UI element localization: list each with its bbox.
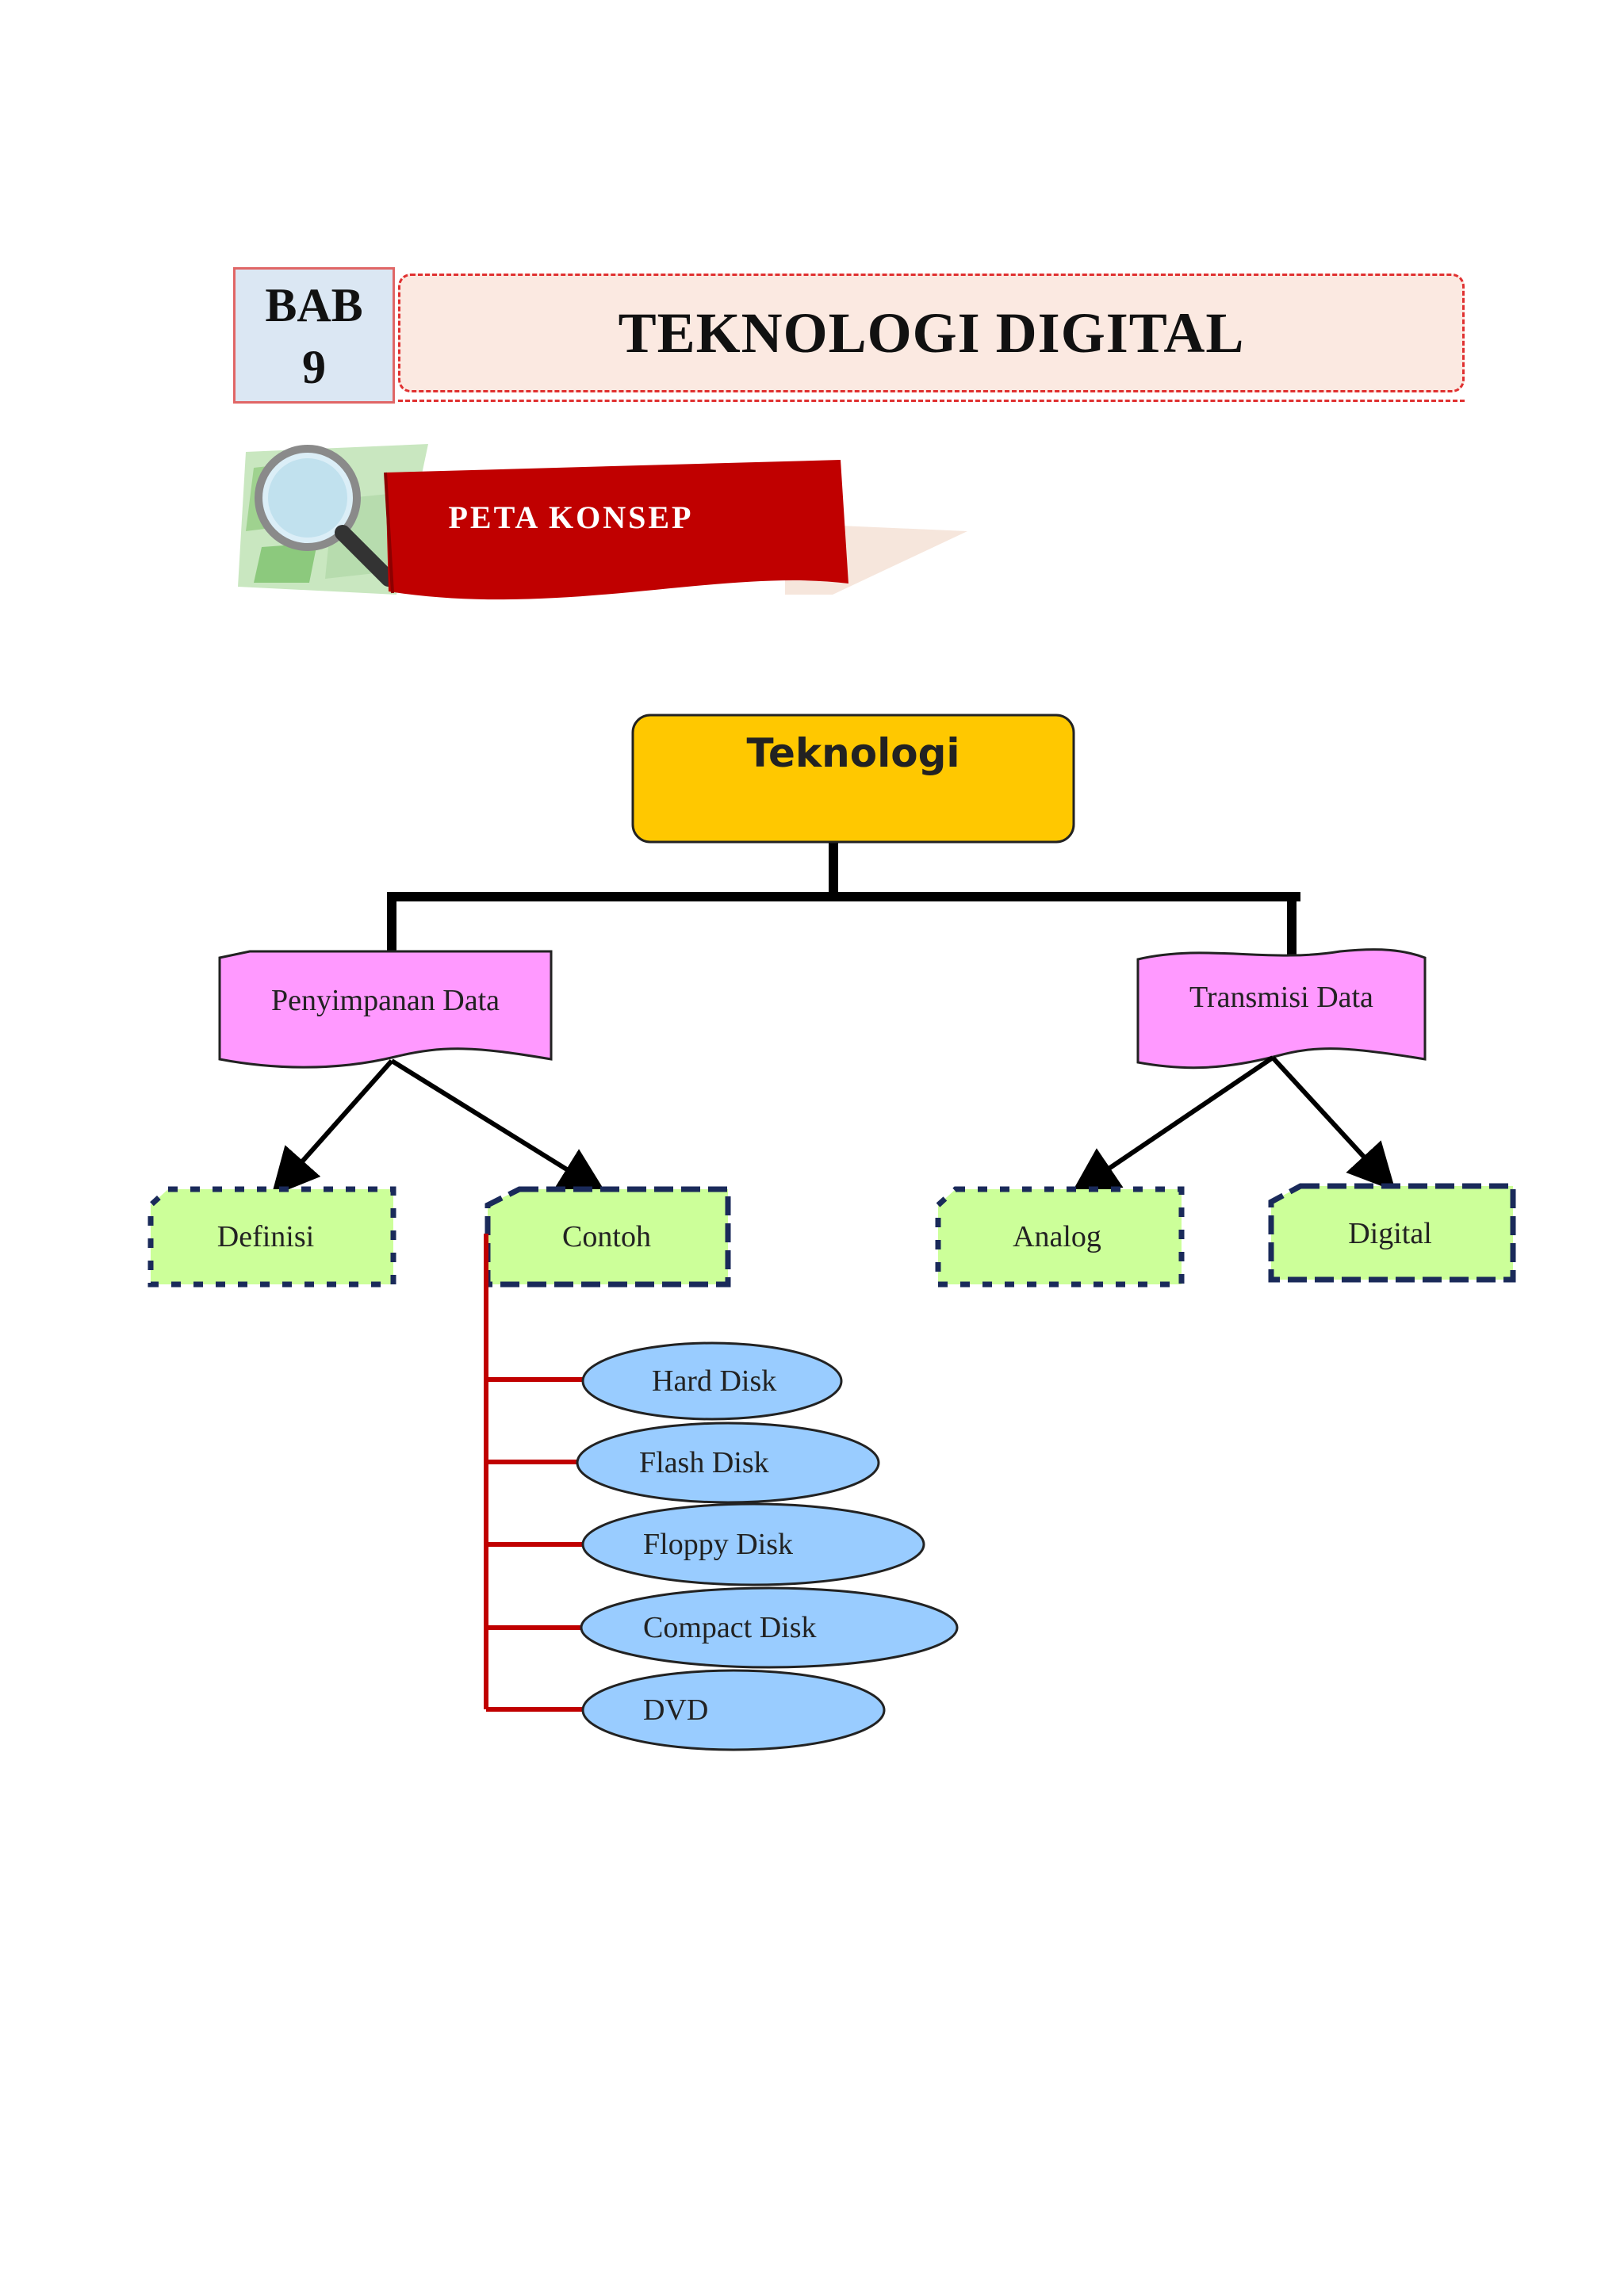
example-oval-dvd — [581, 1669, 886, 1751]
example-oval-hard-disk — [581, 1341, 843, 1421]
leaf-node-analog — [935, 1186, 1185, 1288]
example-label-compact-disk: Compact Disk — [643, 1611, 817, 1644]
branch-label-transmisi: Transmisi Data — [1189, 981, 1373, 1014]
title-underline — [398, 387, 1465, 402]
example-oval-floppy-disk — [581, 1502, 925, 1586]
chapter-number: 9 — [302, 341, 326, 393]
leaf-label-definisi: Definisi — [216, 1220, 315, 1253]
chapter-number-box: BAB 9 — [233, 267, 395, 404]
example-label-flash-disk: Flash Disk — [639, 1446, 769, 1479]
example-label-dvd: DVD — [643, 1693, 709, 1727]
leaf-node-definisi — [147, 1186, 396, 1288]
leaf-node-digital — [1268, 1183, 1516, 1283]
root-connectors — [387, 842, 1300, 955]
branch-arrows — [271, 1055, 1396, 1196]
example-oval-compact-disk — [580, 1586, 959, 1669]
peta-konsep-banner — [238, 444, 967, 600]
example-label-hard-disk: Hard Disk — [652, 1364, 777, 1398]
leaf-label-analog: Analog — [1013, 1220, 1101, 1253]
leaf-label-digital: Digital — [1348, 1217, 1432, 1250]
chapter-label: BAB — [265, 279, 363, 331]
example-oval-flash-disk — [576, 1422, 880, 1504]
branch-label-penyimpanan: Penyimpanan Data — [270, 984, 500, 1017]
root-node-label: Teknologi — [746, 730, 960, 776]
peta-konsep-label: PETA KONSEP — [448, 499, 694, 535]
root-node — [631, 714, 1075, 844]
example-connectors — [484, 1234, 587, 1712]
leaf-node-contoh — [485, 1186, 731, 1288]
chapter-title: TEKNOLOGI DIGITAL — [398, 274, 1465, 392]
branch-node-transmisi — [1136, 948, 1427, 1070]
branch-node-penyimpanan — [218, 950, 553, 1069]
magnifier-map-icon — [238, 444, 428, 595]
leaf-label-contoh: Contoh — [562, 1220, 651, 1253]
example-label-floppy-disk: Floppy Disk — [643, 1528, 793, 1561]
